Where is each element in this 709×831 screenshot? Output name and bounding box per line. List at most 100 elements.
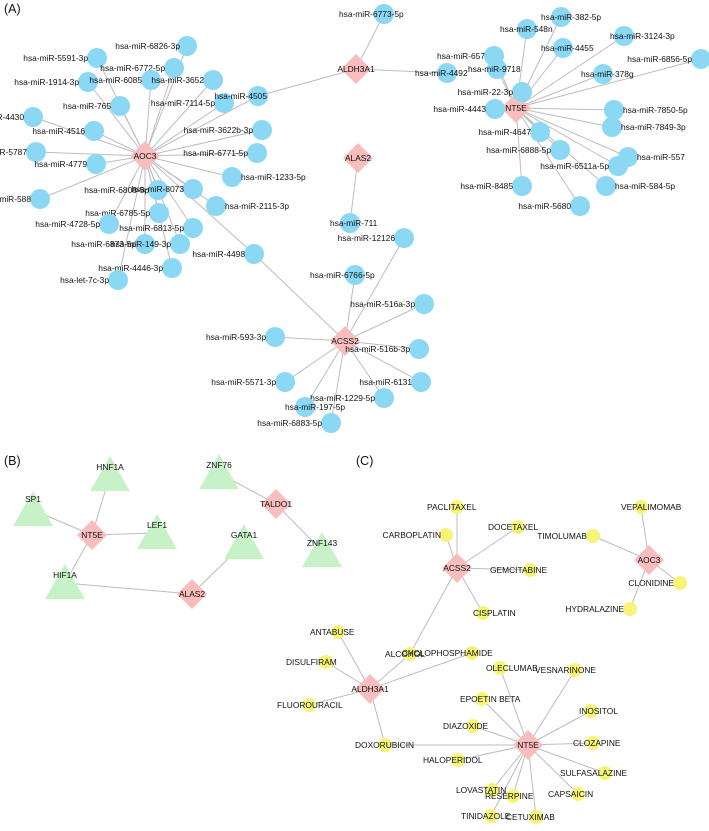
mirna-circle	[512, 82, 532, 102]
edge-acss2-m12126	[344, 237, 405, 342]
node-mirna-hsa-mir-6085: hsa-miR-6085	[89, 70, 161, 90]
node-label: ACSS2	[331, 336, 359, 346]
mirna-circle	[517, 19, 537, 39]
node-label: ALDH3A1	[337, 64, 375, 74]
edge-cnt5e-dtinidazole	[490, 744, 529, 817]
mirna-circle	[148, 180, 168, 200]
node-hub-aldh3a1: ALDH3A1	[337, 54, 375, 84]
node-label: RESERPINE	[485, 791, 534, 801]
mirna-circle	[78, 72, 98, 92]
node-label: DOXORUBICIN	[355, 740, 414, 750]
node-drug-diazoxide: DIAZOXIDE	[443, 719, 489, 733]
node-mirna-hsa-mir-8485: hsa-miR-8485	[460, 176, 532, 196]
mirna-circle	[593, 64, 613, 84]
node-label: hsa-miR-657	[437, 51, 485, 61]
edge-nt5e-m7849	[515, 107, 613, 128]
node-mirna-hsa-mir-6813-5p: hsa-miR-6813-5p	[119, 218, 203, 238]
drug-circle	[439, 528, 453, 542]
mirna-circle	[374, 388, 394, 408]
node-label: hsa-miR-8073	[131, 184, 184, 194]
mirna-circle	[414, 294, 434, 314]
edge-aoc3-m4498	[144, 155, 255, 255]
node-label: hsa-miR-4516	[32, 126, 85, 136]
edge-acss2-m4498	[253, 253, 346, 342]
drug-circle	[485, 783, 499, 797]
node-label: hsa-miR-6888-5p	[486, 145, 551, 155]
node-label: hsa-miR-4647	[478, 127, 531, 137]
node-label: GEMCITABINE	[490, 565, 547, 575]
node-mirna-hsa-mir-4498: hsa-miR-4498	[192, 244, 264, 264]
node-mirna-hsa-mir-197-5p: hsa-miR-197-5p	[285, 397, 345, 417]
node-drug-doxorubicin: DOXORUBICIN	[355, 738, 414, 752]
node-label: hsa-miR-516b-3p	[345, 344, 410, 354]
node-mirna-hsa-mir-6888-5p: hsa-miR-6888-5p	[486, 140, 570, 160]
drug-circle	[634, 500, 648, 514]
mirna-circle	[170, 234, 190, 254]
tf-triangle	[224, 524, 264, 560]
node-mirna-hsa-mir-4430: hsa-miR-4430	[0, 107, 43, 127]
node-label: hsa-miR-6785-5p	[85, 208, 150, 218]
edge-aoc3-m3622b	[144, 129, 263, 157]
mirna-circle	[135, 234, 155, 254]
node-mirna-hsa-mir-516b-3p: hsa-miR-516b-3p	[345, 339, 429, 359]
node-hub-nt5e: NT5E	[77, 520, 107, 550]
node-label: hsa-miR-7849-3p	[621, 122, 686, 132]
edge-nt5e-m6511a	[515, 107, 619, 167]
tf-triangle	[45, 564, 85, 600]
hub-diamond	[341, 54, 371, 84]
node-label: hsa-miR-3652	[151, 75, 204, 85]
node-drug-paclitaxel: PACLITAXEL	[427, 500, 477, 514]
node-label: hsa-miR-7850-5p	[623, 105, 688, 115]
edge-aoc3-m149	[144, 155, 181, 245]
node-mirna-hsa-mir-22-3p: hsa-miR-22-3p	[458, 82, 532, 102]
node-mirna-hsa-mir-12126: hsa-miR-12126	[338, 228, 414, 248]
hub-diamond	[330, 326, 360, 356]
edge-aoc3-m6771	[144, 152, 258, 157]
mirna-circle	[604, 100, 624, 120]
mirna-circle	[570, 196, 590, 216]
node-mirna-hsa-mir-548n: hsa-miR-548n	[500, 19, 553, 39]
node-label: hsa-miR-4779	[34, 159, 87, 169]
drug-circle	[673, 576, 687, 590]
node-drug-docetaxel: DOCETAXEL	[488, 520, 538, 534]
mirna-circle	[30, 189, 50, 209]
node-mirna-hsa-mir-584-5p: hsa-miR-584-5p	[596, 176, 675, 196]
node-label: ALAS2	[179, 589, 205, 599]
node-label: ANTABUSE	[310, 627, 355, 637]
mirna-circle	[295, 397, 315, 417]
edge-aoc3-let7c	[117, 155, 146, 281]
mirna-circle	[614, 26, 634, 46]
node-drug-cetuximab: CETUXIMAB	[506, 810, 555, 824]
node-label: hsa-miR-7114-5p	[151, 98, 215, 108]
mirna-circle	[149, 203, 169, 223]
node-label: CAPSAICIN	[548, 789, 593, 799]
node-drug-lovastatin: LOVASTATIN	[456, 783, 506, 797]
edge-aoc3-m4728	[108, 155, 146, 225]
node-mirna-hsa-mir-382-5p: hsa-miR-382-5p	[541, 7, 601, 27]
node-label: hsa-miR-6766-5p	[310, 270, 375, 280]
mirna-circle	[26, 142, 46, 162]
node-mirna-hsa-mir-593-3p: hsa-miR-593-3p	[206, 327, 285, 347]
node-tf-lef1: LEF1	[137, 514, 177, 550]
node-label: DIAZOXIDE	[443, 721, 489, 731]
node-mirna-hsa-mir-3652: hsa-miR-3652	[151, 70, 223, 90]
node-drug-inositol: INOSITOL	[579, 704, 618, 718]
mirna-circle	[162, 258, 182, 278]
node-label: hsa-miR-4430	[0, 112, 24, 122]
edge-aoc3-m588	[39, 155, 146, 200]
drug-circle	[523, 563, 537, 577]
node-mirna-hsa-mir-378g: hsa-miR-378g	[581, 64, 634, 84]
node-label: hsa-miR-5571-3p	[211, 377, 276, 387]
mirna-circle	[437, 63, 457, 83]
drug-circle	[493, 661, 507, 675]
tf-triangle	[137, 514, 177, 550]
node-label: hsa-miR-5787	[0, 147, 27, 157]
mirna-circle	[86, 154, 106, 174]
node-label: FLUOROURACIL	[277, 700, 343, 710]
drug-circle	[465, 646, 479, 660]
edge-aoc3-m7114	[144, 102, 225, 157]
mirna-circle	[265, 327, 285, 347]
node-mirna-hsa-mir-4455: hsa-miR-4455	[541, 38, 594, 58]
node-label: hsa-miR-516a-3p	[350, 299, 415, 309]
node-label: hsa-miR-557	[637, 152, 685, 162]
